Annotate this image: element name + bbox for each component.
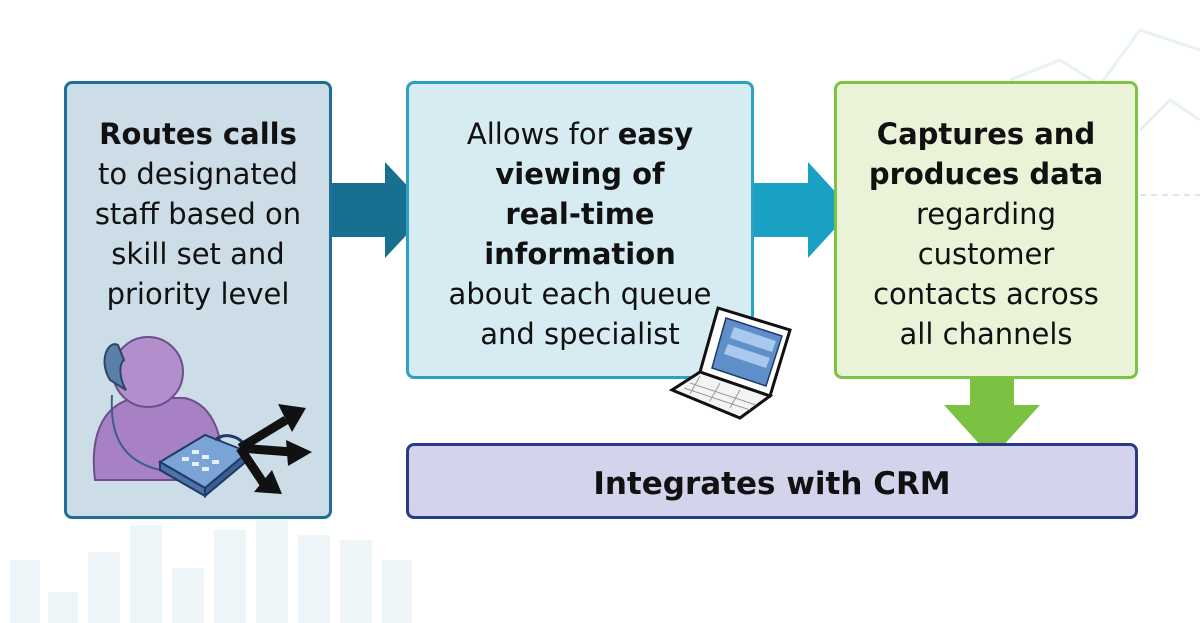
- captures-heading-2: produces data: [868, 157, 1104, 191]
- arrow-right-dark: [330, 162, 430, 258]
- viewing-line-6: and specialist: [480, 317, 680, 351]
- viewing-line-1: Allows for easy: [466, 117, 694, 151]
- routes-text-3: skill set and: [111, 237, 285, 271]
- viewing-line-4: information: [484, 237, 676, 271]
- realtime-info-box: Allows for easy viewing of real-time inf…: [406, 81, 754, 379]
- captures-text-4: all channels: [899, 317, 1073, 351]
- arrow-down-green: [944, 377, 1040, 458]
- routes-calls-box: Routes calls to designated staff based o…: [64, 81, 332, 519]
- background-bars: [10, 520, 412, 623]
- viewing-line-2: viewing of: [495, 157, 665, 191]
- routes-heading: Routes calls: [99, 117, 297, 151]
- routes-text-2: staff based on: [94, 197, 302, 231]
- viewing-line-5: about each queue: [448, 277, 712, 311]
- crm-box: Integrates with CRM: [406, 443, 1138, 519]
- captures-data-box: Captures and produces data regarding cus…: [834, 81, 1138, 379]
- captures-text-2: customer: [917, 237, 1055, 271]
- viewing-line-3: real-time: [505, 197, 655, 231]
- routes-text-1: to designated: [98, 157, 298, 191]
- background-line-2: [1138, 98, 1200, 132]
- routes-text-4: priority level: [106, 277, 290, 311]
- captures-text-1: regarding: [916, 197, 1056, 231]
- captures-text-3: contacts across: [873, 277, 1099, 311]
- captures-heading-1: Captures and: [876, 117, 1096, 151]
- crm-label: Integrates with CRM: [593, 466, 951, 502]
- arrow-right-light: [752, 162, 852, 258]
